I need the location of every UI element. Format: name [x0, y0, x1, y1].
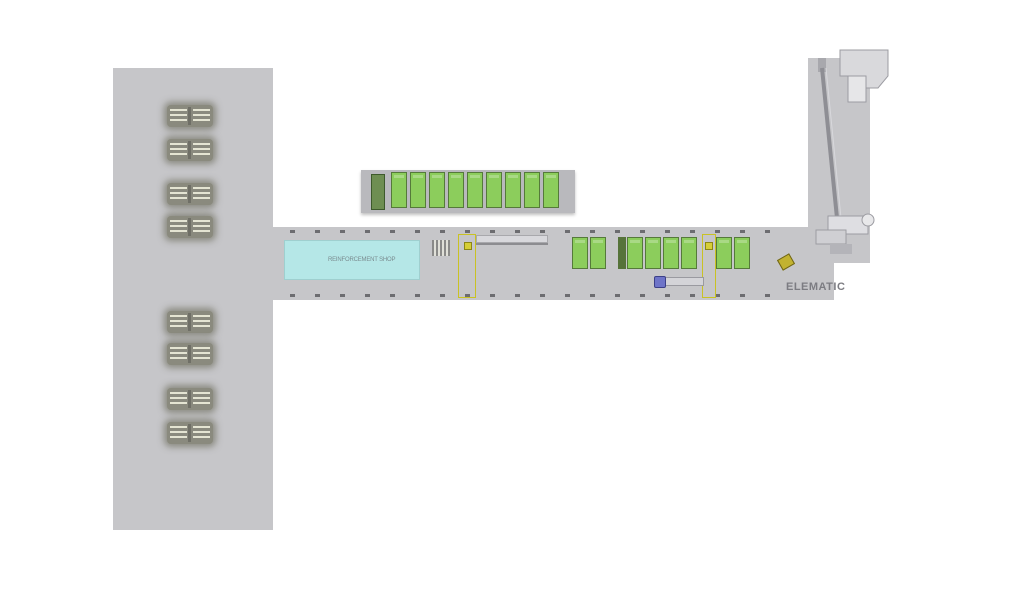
- storage-stack-icon: [167, 388, 213, 410]
- reinforcement-shop: REINFORCEMENT SHOP: [284, 240, 420, 280]
- concrete-tower-icon: [815, 49, 889, 254]
- crane-icon: [464, 242, 472, 250]
- pallet: [524, 172, 540, 208]
- pallet: [572, 237, 588, 269]
- pallet: [681, 237, 697, 269]
- pallet: [486, 172, 502, 208]
- pallet: [391, 172, 407, 208]
- vehicle-icon: [654, 276, 666, 288]
- conveyor: [662, 277, 704, 286]
- reinforcement-shop-label: REINFORCEMENT SHOP: [328, 257, 396, 263]
- storage-stack-icon: [167, 105, 213, 127]
- pallet: [448, 172, 464, 208]
- pallet: [734, 237, 750, 269]
- pallet: [543, 172, 559, 208]
- storage-stack-icon: [167, 343, 213, 365]
- storage-stack-icon: [167, 311, 213, 333]
- pallet: [590, 237, 606, 269]
- storage-yard: [113, 68, 273, 530]
- workbench: [476, 235, 548, 243]
- storage-stack-icon: [167, 216, 213, 238]
- storage-stack-icon: [167, 139, 213, 161]
- mould-rack: [618, 237, 626, 269]
- crane-icon: [705, 242, 713, 250]
- pallet: [505, 172, 521, 208]
- pallet-storage-rack: [371, 174, 385, 210]
- pallet: [663, 237, 679, 269]
- workbench-edge: [476, 243, 548, 245]
- gantry-rail: [702, 234, 716, 298]
- pallet: [467, 172, 483, 208]
- pallet: [410, 172, 426, 208]
- pallet: [627, 237, 643, 269]
- pallet: [429, 172, 445, 208]
- storage-stack-icon: [167, 183, 213, 205]
- gantry-rail: [458, 234, 476, 298]
- pallet: [645, 237, 661, 269]
- elematic-logo: ELEMATIC: [786, 281, 846, 293]
- storage-stack-icon: [167, 422, 213, 444]
- mesh-rack: [432, 240, 450, 256]
- pallet: [716, 237, 732, 269]
